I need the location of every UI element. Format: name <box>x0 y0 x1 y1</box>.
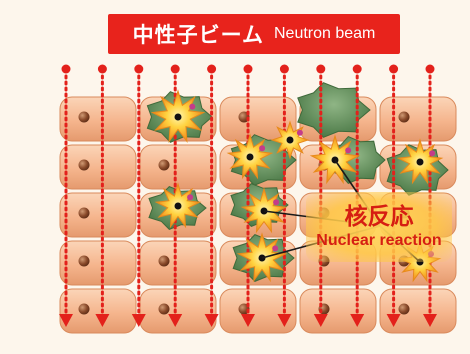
cell <box>379 288 457 334</box>
cell <box>59 240 137 286</box>
particle <box>272 245 279 252</box>
cell-body <box>139 240 217 286</box>
neutron-source <box>352 64 362 74</box>
cell-body <box>59 192 137 238</box>
neutron-source <box>425 64 435 74</box>
particle <box>259 145 266 152</box>
cell-nucleus <box>78 207 90 219</box>
title-banner: 中性子ビーム Neutron beam <box>108 14 400 54</box>
reaction-burst <box>270 120 310 160</box>
title-english: Neutron beam <box>273 25 376 42</box>
boron-atom <box>174 113 182 121</box>
cell <box>299 288 377 334</box>
neutron-source <box>389 64 399 74</box>
boron-atom <box>286 136 294 144</box>
particle <box>429 150 436 157</box>
cell-body <box>59 288 137 334</box>
neutron-source <box>279 64 289 74</box>
particle <box>296 129 303 136</box>
title-japanese: 中性子ビーム <box>132 23 264 47</box>
reaction-label-japanese: 核反応 <box>344 204 414 230</box>
beam-arrowhead <box>350 314 365 327</box>
neutron-beam <box>277 64 292 327</box>
cell <box>139 240 217 286</box>
beam-arrowhead <box>59 314 73 327</box>
neutron-source <box>207 64 217 74</box>
reaction-burst <box>150 89 206 144</box>
reaction-burst <box>226 133 274 180</box>
beam-arrowhead <box>95 314 110 327</box>
boron-atom <box>174 202 182 210</box>
beam-arrowhead <box>423 314 437 327</box>
reaction-label-english: Nuclear reaction <box>316 232 442 249</box>
cell <box>59 288 137 334</box>
beam-arrowhead <box>386 314 401 327</box>
cell-nucleus <box>78 303 90 315</box>
beam-arrowhead <box>241 314 255 327</box>
neutron-source <box>316 64 326 74</box>
cell-body <box>379 96 457 142</box>
neutron-source <box>170 64 180 74</box>
particle <box>187 194 194 201</box>
cell-body <box>299 288 377 334</box>
cell-body <box>139 288 217 334</box>
reaction-burst <box>396 138 444 185</box>
neutron-source <box>97 64 107 74</box>
neutron-beam <box>131 64 146 327</box>
boron-atom <box>416 158 424 166</box>
cell-nucleus <box>158 159 170 171</box>
reaction-label: 核反応 Nuclear reaction <box>306 192 452 262</box>
cell <box>379 96 457 142</box>
neutron-source <box>134 64 144 74</box>
cell-nucleus <box>78 111 90 123</box>
cell <box>59 96 137 142</box>
neutron-beam <box>204 64 219 327</box>
particle <box>345 147 352 154</box>
beam-arrowhead <box>168 314 183 327</box>
cell <box>139 144 217 190</box>
cell-body <box>379 288 457 334</box>
particle <box>189 103 196 110</box>
particle <box>273 199 280 206</box>
neutron-source <box>243 64 253 74</box>
beam-arrowhead <box>131 314 146 327</box>
neutron-beam <box>241 64 255 327</box>
reaction-burst <box>154 182 202 229</box>
cell <box>139 288 217 334</box>
beam-arrowhead <box>277 314 292 327</box>
cell-body <box>59 144 137 190</box>
cell <box>59 192 137 238</box>
neutron-source <box>61 64 71 74</box>
cell-nucleus <box>78 159 90 171</box>
cell-nucleus <box>398 111 410 123</box>
neutron-beam <box>59 64 73 327</box>
cell-nucleus <box>158 255 170 267</box>
beam-arrowhead <box>313 314 328 327</box>
boron-atom <box>246 153 254 161</box>
cell-nucleus <box>398 303 410 315</box>
cell-nucleus <box>78 255 90 267</box>
tumor-cell <box>297 82 371 138</box>
neutron-beam <box>95 64 110 327</box>
cell <box>59 144 137 190</box>
cell-nucleus <box>158 303 170 315</box>
cell-body <box>59 96 137 142</box>
cell-body <box>59 240 137 286</box>
beam-arrowhead <box>204 314 219 327</box>
cell-body <box>219 288 297 334</box>
